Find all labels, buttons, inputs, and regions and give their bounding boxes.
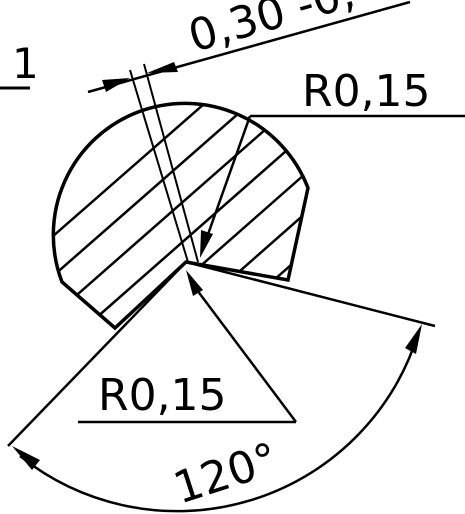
section-outline [51,101,310,331]
partial-label-left: 1 [12,39,39,88]
thickness-dimension-label: 0,30 -0, [183,0,360,63]
thickness-arrow-left [102,78,130,92]
radius-upper-arrow [200,230,213,258]
thickness-arrow-right [147,62,178,73]
angle-dimension-arc [19,333,420,513]
thickness-extension-line-2 [143,63,199,263]
angle-arrow-left [12,446,40,470]
groove-edge-right [185,260,436,328]
angle-arrow-right [405,324,422,354]
thickness-dimension-line [87,0,411,94]
radius-upper-leader [204,115,252,241]
thickness-extension-line-1 [129,69,189,263]
angle-dimension-label: 120° [168,433,285,514]
radius-lower-leader [193,285,297,423]
radius-upper-label: R0,15 [302,66,431,117]
groove-edge-left [7,261,187,447]
radius-lower-arrow [186,270,203,296]
radius-lower-label: R0,15 [98,370,227,421]
